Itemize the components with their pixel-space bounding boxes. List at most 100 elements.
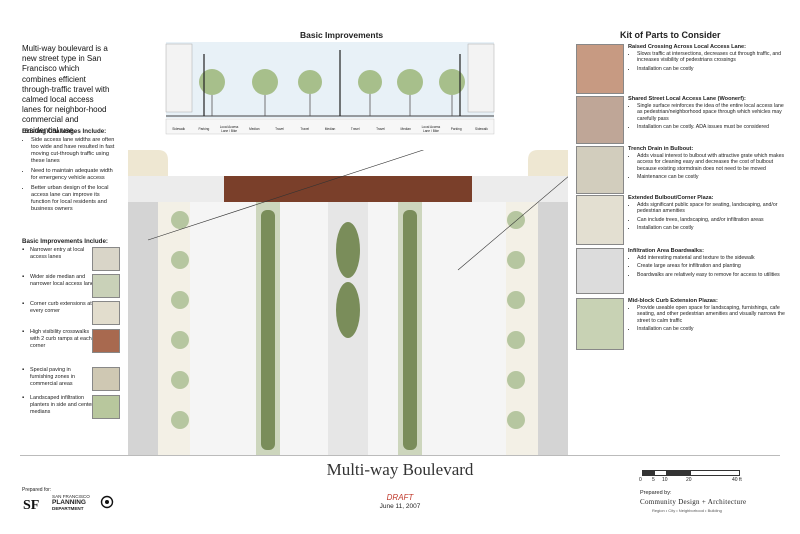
corner-plaza-right [528,150,568,176]
building-left [165,43,193,113]
building-edge-left [128,202,158,456]
kit-extended-bulbout: Extended Bulbout/Corner Plaza: Adds sign… [576,195,782,245]
improvement-item: High visibility crosswalks with 2 curb r… [22,329,124,355]
drawing-title: Multi-way Boulevard [326,460,474,479]
planning-line1: SAN FRANCISCO [52,494,90,499]
building-edge-right [538,202,568,456]
section-label: Median [324,127,336,131]
improvement-thumb [92,329,120,353]
improvement-item: Landscaped infiltration planters in side… [22,395,124,421]
kit-bullet: Create large areas for infiltration and … [637,263,789,269]
section-trunks [211,94,453,116]
kit-thumb [576,146,624,194]
improvement-thumb [92,247,120,271]
section-lamps [203,50,461,116]
section-label: Parking [198,127,210,131]
improvement-thumb [92,274,120,298]
crosswalk-paving [224,176,472,202]
section-label: Sidewalk [475,127,488,131]
kit-title: Mid-block Curb Extension Plazas: [628,298,718,304]
challenge-item: Better urban design of the local access … [31,185,118,213]
leader-lines [147,150,568,271]
section-labels: Sidewalk Parking Local Access Lane / Bik… [166,122,494,136]
scale-bar [690,470,740,476]
challenges-heading: Existing Challenges Include: [22,128,107,135]
kit-bullet: Maintenance can be costly [637,174,789,180]
section-label: Local Access Lane / Bike [421,125,441,133]
planning-line2: PLANNING [52,499,86,506]
scale-label: 40 ft [732,477,742,483]
footer-rule [20,455,780,456]
prepared-by-label: Prepared by: [640,490,672,496]
kit-boardwalks: Infiltration Area Boardwalks: Add intere… [576,248,782,294]
section-label: Sidewalk [172,127,185,131]
kit-bullet: Installation can be costly [637,225,789,231]
kit-bullet: Adds significant public space for seatin… [637,202,789,215]
prepared-for-label: Prepared for: [22,487,52,493]
section-trees [199,69,465,95]
firm-tagline: Region • City • Neighborhood • Building [652,508,722,513]
planning-line3: DEPARTMENT [52,506,84,511]
kit-thumb [576,248,624,294]
firm-name: Community Design + Architecture [640,498,747,506]
kit-thumb [576,44,624,94]
kit-title: Infiltration Area Boardwalks: [628,248,704,254]
plan-view [128,150,568,456]
kit-title: Raised Crossing Across Local Access Lane… [628,44,747,50]
improvement-text: High visibility crosswalks with 2 curb r… [22,329,94,350]
improvement-text: Corner curb extensions at every corner [22,301,94,315]
kit-thumb [576,195,624,245]
section-label: Travel [376,127,385,131]
improvement-text: Landscaped infiltration planters in side… [22,395,94,416]
scale-bar [666,470,692,476]
section-label: Travel [350,127,360,131]
improvement-text: Narrower entry at local access lanes [22,247,94,261]
section-label: Median [249,127,260,131]
kit-bullet: Single surface reinforces the idea of th… [637,103,789,122]
kit-raised-crossing: Raised Crossing Across Local Access Lane… [576,44,782,94]
intro-text: Multi-way boulevard is a new street type… [22,44,110,135]
improvement-item: Special paving in furnishing zones in co… [22,367,124,393]
improvement-thumb [92,395,120,419]
section-title: Basic Improvements [300,30,384,40]
kit-thumb [576,96,624,144]
kit-heading: Kit of Parts to Consider [620,30,721,40]
planning-dept: SAN FRANCISCO PLANNING DEPARTMENT [52,494,90,512]
kit-bullet: Installation can be costly [637,326,789,332]
date-label: June 11, 2007 [379,503,421,510]
scale-label: 5 [652,477,655,483]
kit-bullet: Provide useable open space for landscapi… [637,305,789,324]
kit-trench-drain: Trench Drain in Bulbout: Adds visual int… [576,146,784,194]
corner-plaza-left [128,150,168,176]
kit-bullet: Slows traffic at intersections, decrease… [637,51,789,64]
kit-bullet: Adds visual interest to bulbout with att… [637,153,789,172]
kit-thumb [576,298,624,350]
svg-text:SF: SF [23,498,39,513]
challenge-item: Side access lane widths are often too wi… [31,137,118,165]
kit-bullet: Can include trees, landscaping, and/or i… [637,217,789,223]
kit-bullet: Add interesting material and texture to … [637,255,789,261]
kit-bullet: Installation can be costly [637,66,789,72]
kit-bullet: Boardwalks are relatively easy to remove… [637,272,789,278]
scale-label: 0 [639,477,642,483]
improvement-item: Corner curb extensions at every corner [22,301,124,327]
sf-seal-icon: SF [23,498,39,513]
improvement-thumb [92,367,120,391]
section-label: Local Access Lane / Bike [219,125,239,133]
kit-title: Trench Drain in Bulbout: [628,146,694,152]
median-planters [261,210,417,450]
scale-label: 20 [686,477,692,483]
kit-title: Extended Bulbout/Corner Plaza: [628,195,714,201]
section-label-bar [165,118,495,135]
improvement-text: Wider side median and narrower local acc… [22,274,94,288]
kit-bullet: Installation can be costly. ADA issues m… [637,124,789,130]
building-right [467,43,495,113]
city-logo-icon [100,495,114,509]
challenge-item: Need to maintain adequate width for emer… [31,168,118,182]
improvement-text: Special paving in furnishing zones in co… [22,367,94,388]
kit-midblock-plazas: Mid-block Curb Extension Plazas: Provide… [576,298,785,350]
street-section [165,42,495,135]
scale-label: 10 [662,477,668,483]
kit-woonerf: Shared Street Local Access Lane (Woonerf… [576,96,784,144]
section-label: Travel [300,127,310,131]
